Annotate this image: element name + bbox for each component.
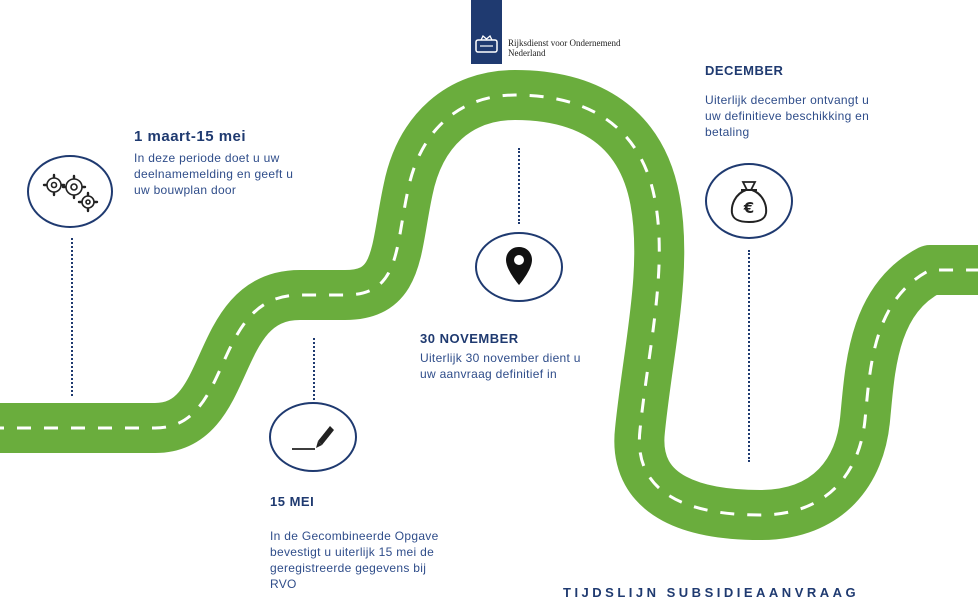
milestone-3-circle	[475, 232, 563, 302]
location-pin-icon	[506, 247, 532, 285]
milestone-3-description: Uiterlijk 30 november dient u uw aanvraa…	[420, 350, 640, 382]
milestone-1-description: In deze periode doet u uw deelnamemeldin…	[134, 150, 354, 198]
milestone-1-line-1: In deze periode doet u uw	[134, 151, 280, 165]
milestone-1-line-2: deelnamemelding en geeft u	[134, 167, 294, 181]
logo-bar	[471, 0, 502, 64]
milestone-1-connector	[71, 238, 73, 396]
milestone-4-circle: €	[705, 163, 793, 239]
milestone-2-line-2: bevestigt u uiterlijk 15 mei de	[270, 545, 435, 559]
logo-line-2: Nederland	[508, 48, 546, 58]
milestone-4-description: Uiterlijk december ontvangt u uw definit…	[705, 92, 925, 140]
milestone-2-line-4: RVO	[270, 577, 297, 591]
logo-wordmark: Rijksdienst voor Ondernemend Nederland	[508, 38, 620, 58]
milestone-3-connector	[518, 148, 520, 224]
milestone-2-line-1: In de Gecombineerde Opgave	[270, 529, 439, 543]
milestone-2-circle	[269, 402, 357, 472]
milestone-4-line-3: betaling	[705, 125, 750, 139]
milestone-4-connector	[748, 250, 750, 462]
gears-icon	[42, 173, 99, 212]
milestone-1-date: 1 maart-15 mei	[134, 128, 247, 145]
milestone-card-1	[124, 124, 358, 252]
pen-icon	[292, 426, 334, 450]
milestone-4-date: DECEMBER	[705, 63, 784, 78]
money-bag-icon: €	[730, 181, 768, 224]
rvo-logo: Rijksdienst voor Ondernemend Nederland	[471, 0, 620, 64]
footer-title: TIJDSLIJN SUBSIDIEAANVRAAG	[563, 585, 860, 600]
milestone-4-line-2: uw definitieve beschikking en	[705, 109, 870, 123]
milestone-1-line-3: uw bouwplan door	[134, 183, 237, 197]
milestone-3-date: 30 NOVEMBER	[420, 331, 519, 346]
milestone-1-circle	[27, 155, 113, 228]
crest-icon	[475, 34, 498, 53]
milestone-4-line-1: Uiterlijk december ontvangt u	[705, 93, 870, 107]
milestone-3-line-2: uw aanvraag definitief in	[420, 367, 557, 381]
milestone-2-date: 15 MEI	[270, 494, 315, 509]
milestone-3-line-1: Uiterlijk 30 november dient u	[420, 351, 581, 365]
logo-line-1: Rijksdienst voor Ondernemend	[508, 38, 621, 48]
milestone-2-description: In de Gecombineerde Opgave bevestigt u u…	[270, 528, 490, 592]
milestone-2-line-3: geregistreerde gegevens bij	[270, 561, 427, 575]
milestone-2-connector	[313, 338, 315, 400]
svg-text:€: €	[743, 199, 754, 217]
